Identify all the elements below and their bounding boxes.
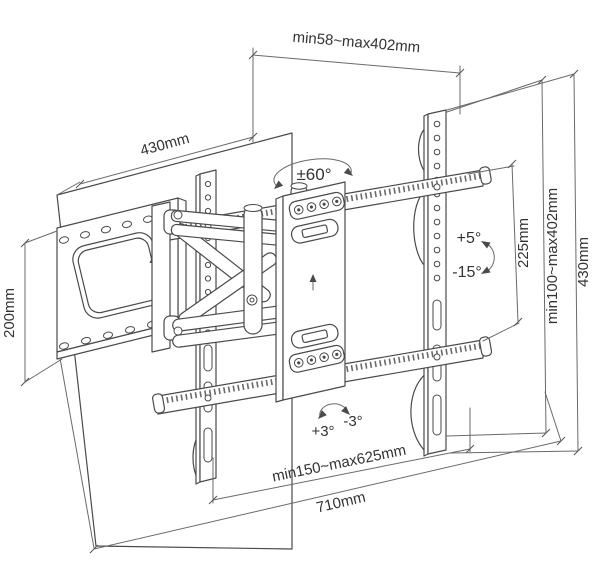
lower-arm-links	[172, 303, 300, 348]
tv-rail-right	[410, 109, 447, 457]
label-vesa-vertical: min100~max402mm	[544, 188, 561, 324]
arm-head-bracket	[275, 181, 346, 403]
dim-head-height: 225mm	[467, 159, 532, 342]
label-extension-depth: min58~max402mm	[292, 29, 421, 57]
bracket-hole-strip-bottom	[288, 344, 345, 373]
bracket-hole-strip-top	[288, 191, 345, 220]
label-head-height: 225mm	[515, 218, 532, 268]
wall-plate	[56, 197, 187, 360]
label-wall-plate-height: 200mm	[1, 288, 18, 338]
label-level-minus: -3°	[343, 413, 362, 430]
bracket-arrow-icon	[309, 274, 317, 291]
label-tilt-down: -15°	[452, 264, 482, 281]
bracket-slot-bottom	[290, 323, 339, 349]
label-frame-width: 710mm	[315, 489, 368, 517]
articulating-arms	[151, 182, 308, 353]
label-tilt-up: +5°	[457, 230, 482, 247]
label-swivel-range: ±60°	[296, 165, 331, 184]
dim-wall-plate-height: 200mm	[1, 230, 63, 387]
tilt-annotation: +5° -15°	[452, 230, 495, 281]
label-frame-height: 430mm	[575, 237, 592, 287]
swivel-annotation: ±60°	[273, 158, 353, 189]
level-annotation: +3° -3°	[311, 403, 363, 440]
tv-rail-right-slots	[432, 299, 442, 436]
label-level-plus: +3°	[311, 423, 334, 440]
dim-vesa-vertical: min100~max402mm	[446, 75, 561, 438]
bracket-slot-top	[290, 218, 339, 244]
label-wall-plate-width: 430mm	[138, 130, 191, 160]
elbow-column	[243, 204, 263, 335]
